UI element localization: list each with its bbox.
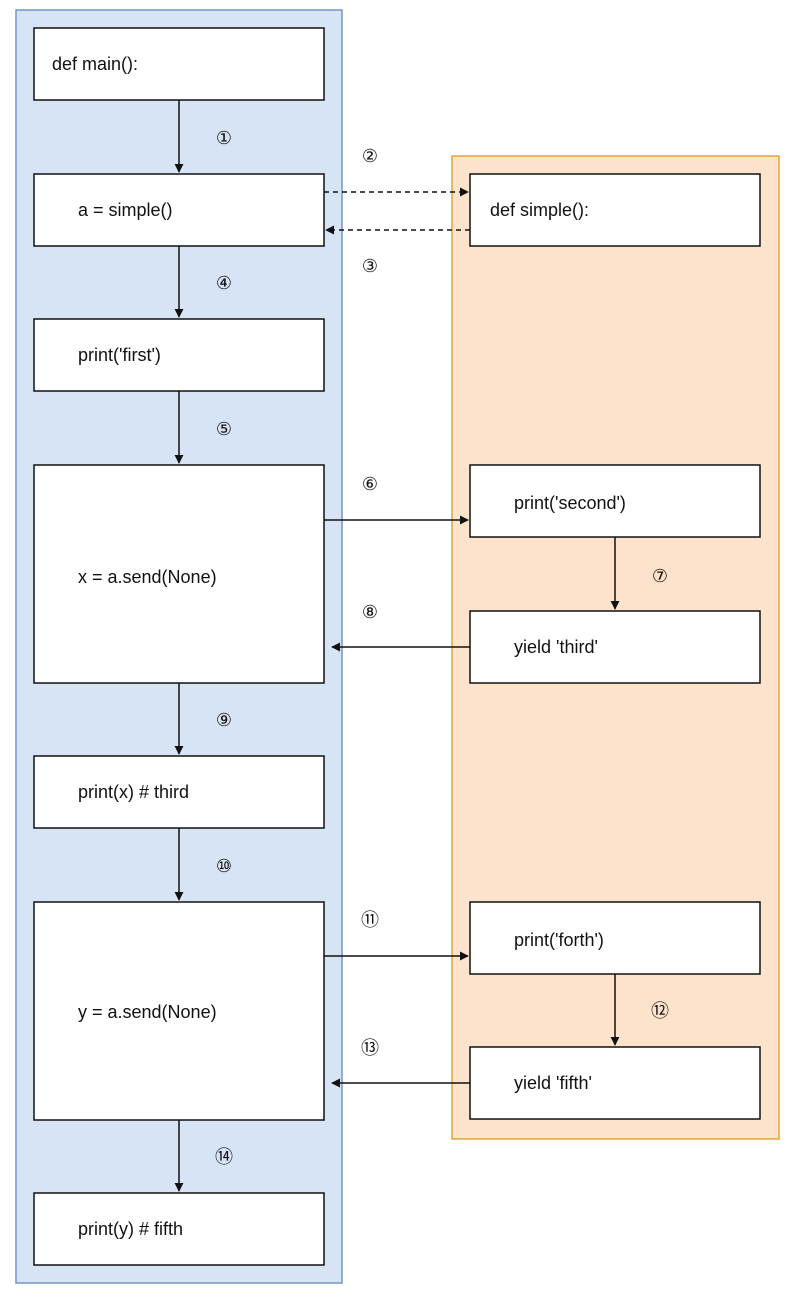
- step-label-8: ⑧: [362, 602, 378, 622]
- print-y-label: print(y) # fifth: [78, 1219, 183, 1239]
- step-label-14: ⑭: [215, 1147, 233, 1167]
- print-second-box: print('second'): [469, 464, 761, 538]
- print-x-label: print(x) # third: [78, 782, 189, 802]
- yield-fifth-label: yield 'fifth': [514, 1073, 592, 1093]
- step-label-9: ⑨: [216, 710, 232, 730]
- step-label-5: ⑤: [216, 419, 232, 439]
- yield-third-box: yield 'third': [469, 610, 761, 684]
- print-forth-box: print('forth'): [469, 901, 761, 975]
- print-first-box: print('first'): [33, 318, 325, 392]
- main-def-box: def main():: [33, 27, 325, 101]
- print-forth-label: print('forth'): [514, 930, 604, 950]
- step-label-2: ②: [362, 146, 378, 166]
- send-x-box: x = a.send(None): [33, 464, 325, 684]
- print-x-box: print(x) # third: [33, 755, 325, 829]
- step-label-1: ①: [216, 128, 232, 148]
- step-label-6: ⑥: [362, 474, 378, 494]
- simple-def-box: def simple():: [469, 173, 761, 247]
- yield-fifth-box: yield 'fifth': [469, 1046, 761, 1120]
- print-second-label: print('second'): [514, 493, 626, 513]
- print-first-label: print('first'): [78, 345, 161, 365]
- simple-def-label: def simple():: [490, 200, 589, 220]
- step-label-7: ⑦: [652, 566, 668, 586]
- step-label-4: ④: [216, 273, 232, 293]
- send-x-label: x = a.send(None): [78, 567, 217, 587]
- step-label-3: ③: [362, 256, 378, 276]
- main-def-label: def main():: [52, 54, 138, 74]
- call-simple-label: a = simple(): [78, 200, 173, 220]
- send-y-box: y = a.send(None): [33, 901, 325, 1121]
- step-label-12: ⑫: [651, 1001, 669, 1021]
- step-label-13: ⑬: [361, 1038, 379, 1058]
- print-y-box: print(y) # fifth: [33, 1192, 325, 1266]
- call-simple-box: a = simple(): [33, 173, 325, 247]
- step-label-10: ⑩: [216, 856, 232, 876]
- yield-third-label: yield 'third': [514, 637, 598, 657]
- send-y-label: y = a.send(None): [78, 1002, 217, 1022]
- step-label-11: ⑪: [361, 910, 379, 930]
